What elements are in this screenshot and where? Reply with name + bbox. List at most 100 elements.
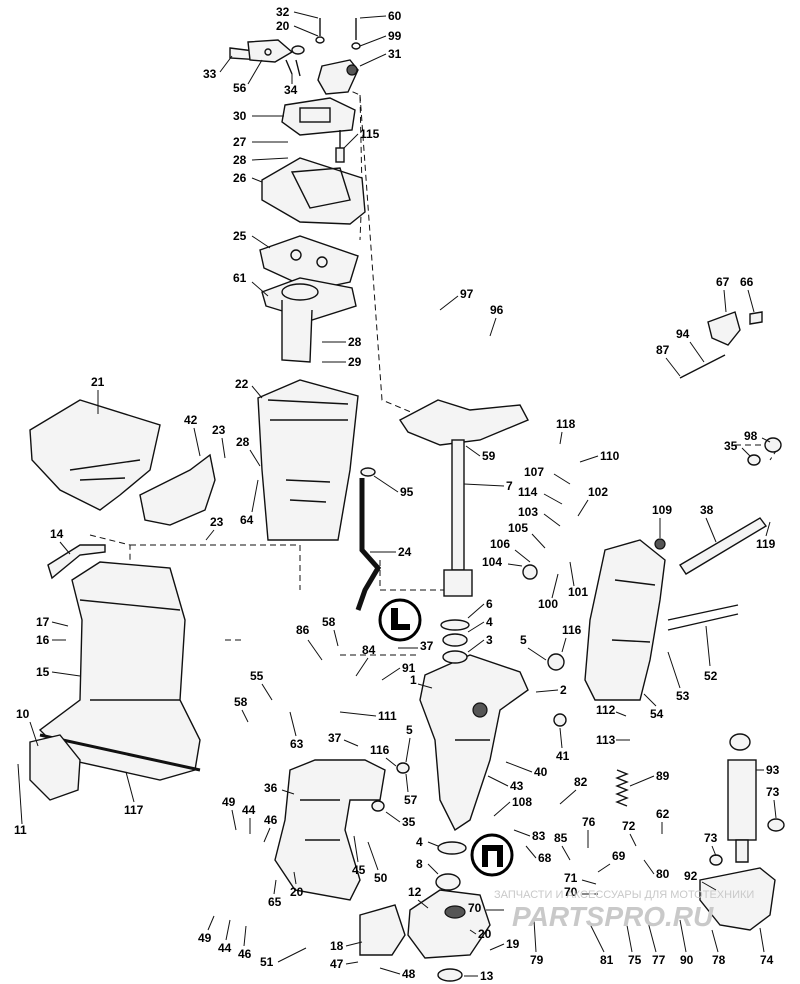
svg-text:57: 57	[404, 793, 418, 807]
part-label-66: 66	[740, 275, 755, 313]
part-label-113: 113	[596, 733, 630, 747]
part-label-64: 64	[240, 479, 259, 527]
watermark: ЗАПЧАСТИ И АКСЕССУАРЫ ДЛЯ МОТОТЕХНИКИ PA…	[494, 889, 754, 932]
part-label-4-a: 4	[467, 615, 493, 633]
part-label-24: 24	[370, 545, 412, 559]
svg-text:44: 44	[218, 941, 232, 955]
svg-text:26: 26	[233, 171, 247, 185]
svg-text:72: 72	[622, 819, 636, 833]
part-label-55: 55	[250, 669, 273, 701]
svg-text:62: 62	[656, 807, 670, 821]
part-label-53: 53	[667, 651, 690, 703]
svg-text:13: 13	[480, 969, 494, 983]
svg-text:31: 31	[388, 47, 402, 61]
svg-text:80: 80	[656, 867, 670, 881]
svg-text:33: 33	[203, 67, 217, 81]
part-label-28-c: 28	[236, 435, 261, 467]
watermark-brand: PARTSPRO.RU	[512, 901, 714, 932]
lever-94	[679, 311, 763, 379]
part-label-118: 118	[556, 417, 576, 445]
part-label-101: 101	[568, 561, 588, 599]
gasket-25	[259, 235, 359, 291]
svg-text:30: 30	[233, 109, 247, 123]
svg-text:10: 10	[16, 707, 30, 721]
part-label-100: 100	[538, 573, 559, 611]
part-label-26: 26	[233, 171, 263, 185]
svg-text:44: 44	[242, 803, 256, 817]
clamp-18	[359, 904, 406, 956]
part-label-42: 42	[184, 413, 201, 457]
swivel-bracket-1	[419, 654, 529, 832]
svg-text:82: 82	[574, 775, 588, 789]
part-label-27: 27	[233, 135, 288, 149]
svg-text:36: 36	[264, 781, 278, 795]
svg-text:89: 89	[656, 769, 670, 783]
part-label-107: 107	[524, 465, 571, 485]
svg-text:110: 110	[600, 449, 620, 463]
part-label-56: 56	[233, 59, 263, 95]
part-label-3: 3	[467, 633, 493, 653]
part-label-28-b: 28	[322, 335, 362, 349]
part-label-115: 115	[343, 127, 380, 149]
part-label-20-a: 20	[290, 871, 304, 899]
tube-38	[654, 517, 768, 575]
svg-text:28: 28	[348, 335, 362, 349]
part-label-81: 81	[589, 923, 614, 967]
svg-text:111: 111	[378, 709, 397, 723]
part-label-92: 92	[684, 869, 717, 891]
part-label-46-b: 46	[238, 925, 252, 961]
svg-text:32: 32	[276, 5, 290, 19]
part-label-47: 47	[330, 957, 359, 971]
part-label-8: 8	[416, 857, 439, 875]
strip-14	[47, 544, 106, 580]
svg-text:4: 4	[416, 835, 423, 849]
svg-text:54: 54	[650, 707, 664, 721]
tube-24	[355, 467, 382, 611]
part-label-68: 68	[525, 845, 552, 865]
svg-text:112: 112	[596, 703, 616, 717]
svg-text:34: 34	[284, 83, 298, 97]
svg-text:35: 35	[724, 439, 738, 453]
svg-text:117: 117	[124, 803, 144, 817]
part-label-10: 10	[16, 707, 39, 747]
svg-text:114: 114	[518, 485, 538, 499]
cowl-21	[29, 399, 161, 511]
part-label-116-b: 116	[370, 743, 397, 767]
part-label-97: 97	[439, 287, 474, 311]
svg-text:28: 28	[233, 153, 247, 167]
svg-text:19: 19	[506, 937, 520, 951]
svg-text:76: 76	[582, 815, 596, 829]
svg-text:16: 16	[36, 633, 50, 647]
part-label-14: 14	[50, 527, 71, 555]
svg-text:5: 5	[406, 723, 413, 737]
svg-text:58: 58	[234, 695, 248, 709]
callout-icon-b	[470, 833, 514, 877]
part-label-15: 15	[36, 665, 81, 679]
rings-and-nuts	[371, 437, 782, 982]
part-label-111: 111	[339, 709, 397, 723]
svg-text:49: 49	[198, 931, 212, 945]
part-label-106: 106	[490, 537, 531, 563]
part-label-23-b: 23	[205, 515, 224, 541]
svg-text:7: 7	[506, 479, 513, 493]
part-label-43: 43	[487, 775, 524, 793]
part-label-74: 74	[759, 927, 774, 967]
svg-text:23: 23	[210, 515, 224, 529]
part-label-110: 110	[579, 449, 620, 463]
svg-text:104: 104	[482, 555, 502, 569]
part-label-44-a: 44	[242, 803, 256, 834]
svg-text:58: 58	[322, 615, 336, 629]
part-label-2: 2	[535, 683, 567, 697]
svg-text:118: 118	[556, 417, 576, 431]
part-label-58-a: 58	[322, 615, 339, 647]
svg-text:116: 116	[562, 623, 582, 637]
part-label-48: 48	[379, 967, 416, 981]
part-label-36: 36	[264, 781, 295, 795]
svg-text:52: 52	[704, 669, 718, 683]
part-label-11: 11	[14, 763, 27, 837]
part-label-72: 72	[622, 819, 637, 847]
part-label-62: 62	[656, 807, 670, 834]
mount-bracket-top	[229, 18, 361, 95]
